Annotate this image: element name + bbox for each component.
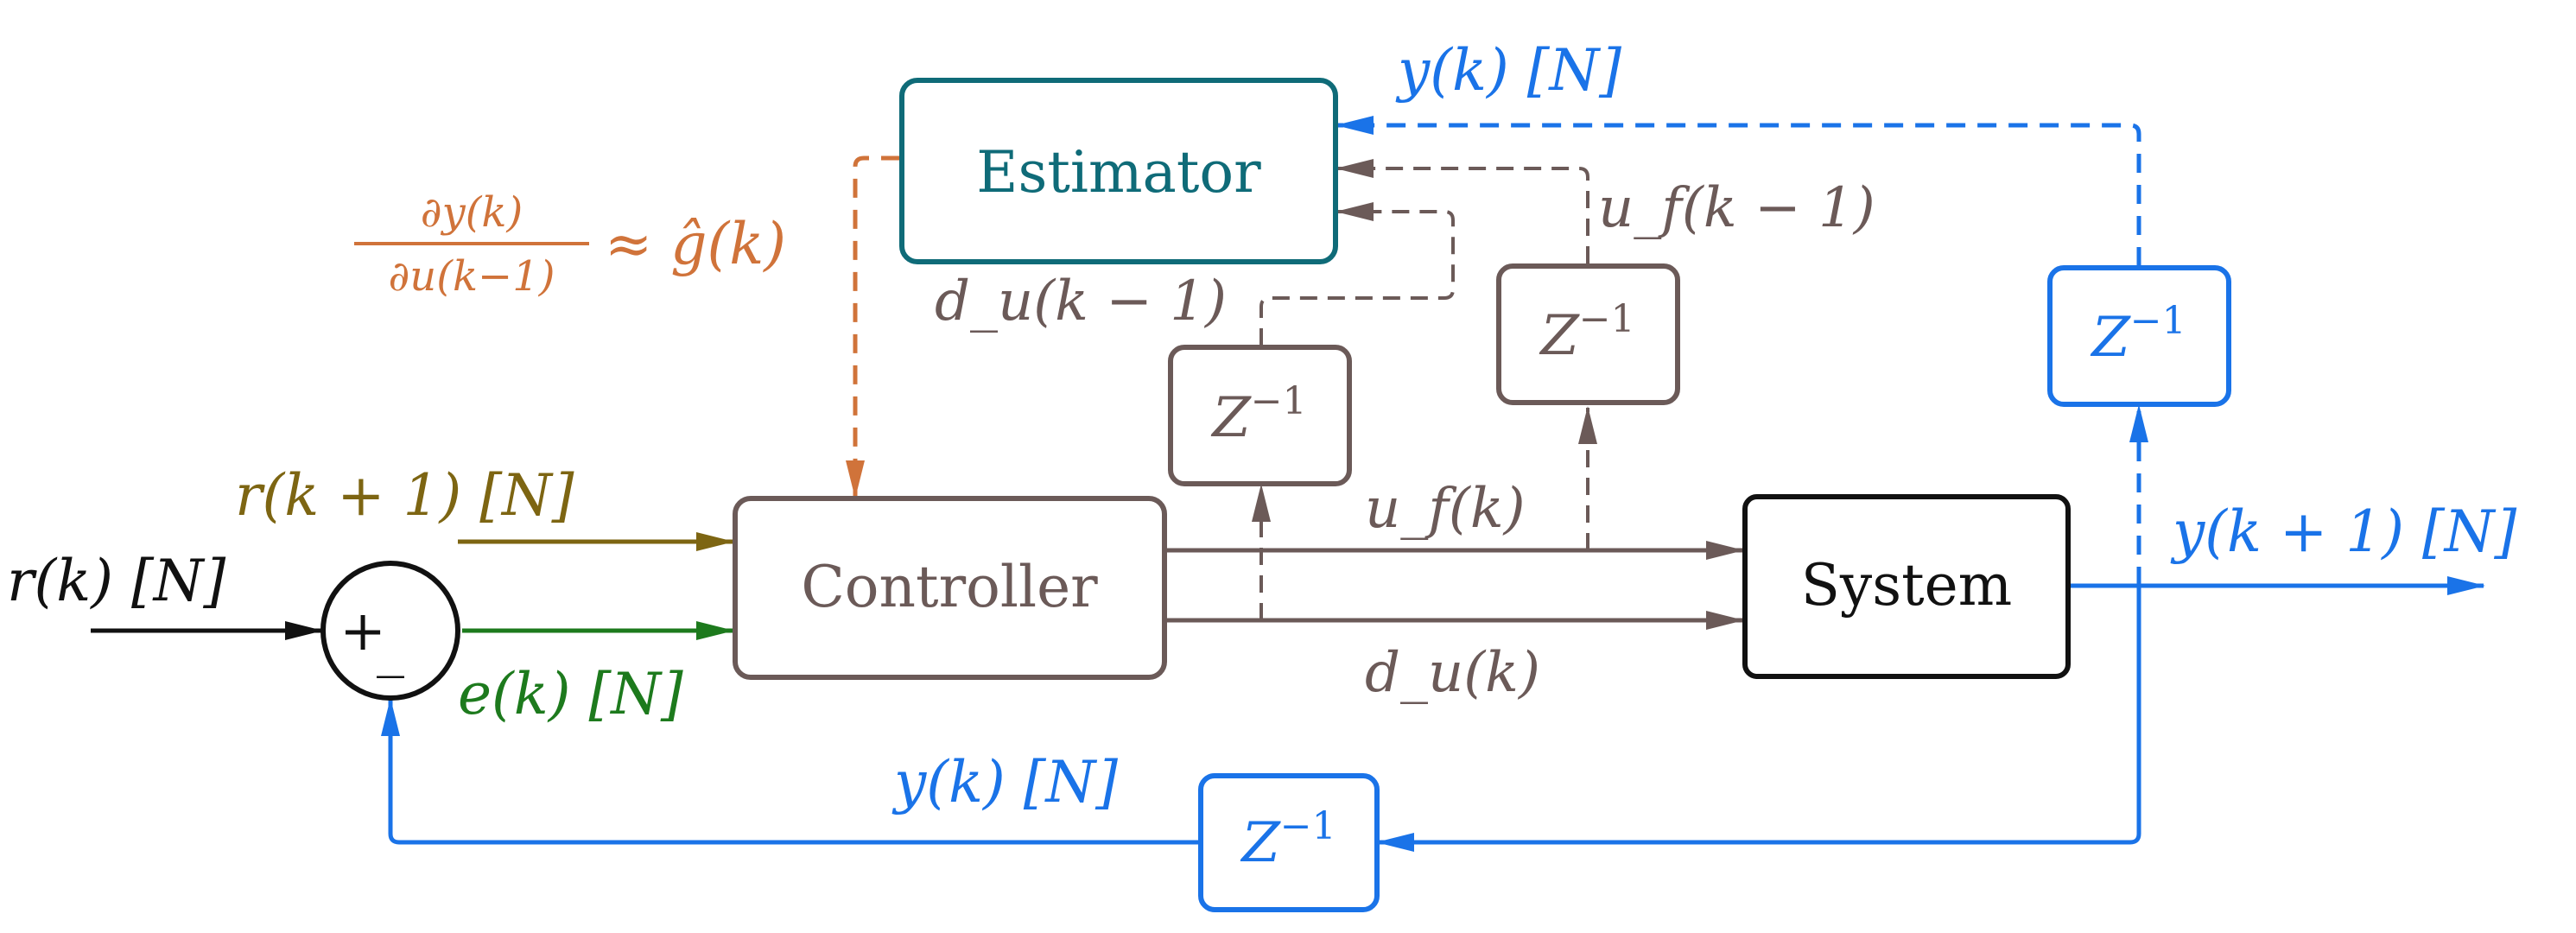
label-gradient-approx: ≈ ĝ(k)	[605, 211, 786, 277]
label-e-k: e(k) [N]	[458, 661, 683, 727]
delay-block-du	[1168, 345, 1352, 486]
delay-label-uf: Z−1	[1539, 297, 1634, 368]
label-du-k: d_u(k)	[1365, 641, 1540, 705]
label-r-k1: r(k + 1) [N]	[235, 462, 574, 529]
label-uf-k1: u_f(k − 1)	[1598, 176, 1875, 240]
label-r-k: r(k) [N]	[7, 548, 226, 614]
label-uf-k: u_f(k)	[1365, 477, 1526, 541]
delay-label-y-bottom: Z−1	[1240, 804, 1336, 875]
label-y-k-top: y(k) [N]	[1395, 37, 1621, 104]
estimator-label: Estimator	[976, 139, 1261, 206]
gradient-to-controller	[846, 156, 900, 498]
du-k1-to-estimator	[1259, 202, 1455, 346]
sum-minus-sign: _	[377, 615, 404, 679]
label-y-k1: y(k + 1) [N]	[2170, 498, 2517, 565]
delay-label-y-right: Z−1	[2090, 299, 2186, 370]
feedback-to-sum	[381, 698, 1199, 845]
delay-block-uf	[1496, 263, 1680, 405]
label-y-k-bottom: y(k) [N]	[891, 749, 1118, 816]
controller-label: Controller	[801, 554, 1098, 620]
label-du-k1: d_u(k − 1)	[935, 270, 1227, 333]
sum-plus-sign: +	[339, 600, 386, 663]
delay-block-y-bottom	[1198, 773, 1380, 912]
summing-junction	[320, 561, 460, 701]
feedback-to-bottom-delay	[1376, 586, 2141, 852]
y-k-to-estimator	[1336, 116, 2141, 266]
estimator-block	[899, 78, 1338, 264]
controller-block	[733, 496, 1167, 680]
delay-block-y-right	[2047, 265, 2231, 407]
label-gradient-denominator: ∂u(k−1)	[388, 252, 555, 301]
uf-k1-to-estimator	[1336, 159, 1589, 263]
system-block	[1742, 494, 2071, 679]
label-gradient-numerator: ∂y(k)	[421, 188, 523, 237]
delay-label-du: Z−1	[1210, 379, 1306, 450]
system-label: System	[1801, 552, 2013, 619]
